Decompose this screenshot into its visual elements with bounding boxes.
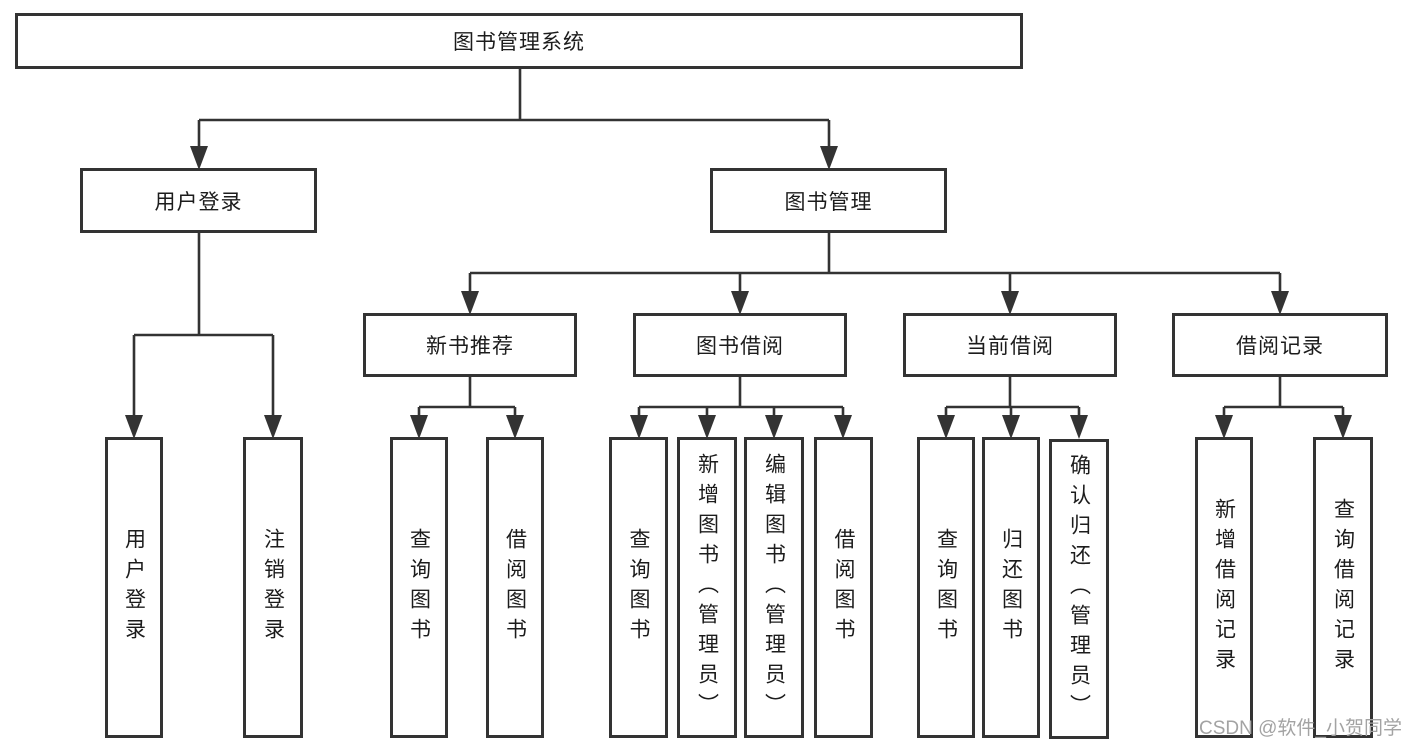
arrowheads <box>125 146 1352 439</box>
node-bb-edit-book: 编辑图书（管理员） <box>744 437 804 738</box>
node-cb-query-book-label: 查询图书 <box>934 527 958 648</box>
node-current-borrow: 当前借阅 <box>903 313 1117 377</box>
node-cb-return-book: 归还图书 <box>982 437 1040 738</box>
node-root: 图书管理系统 <box>15 13 1023 69</box>
node-cb-confirm-return-label: 确认归还（管理员） <box>1067 454 1091 724</box>
node-book-borrow-label: 图书借阅 <box>696 335 784 358</box>
node-current-borrow-label: 当前借阅 <box>966 335 1054 358</box>
node-nbr-query-book-label: 查询图书 <box>407 527 431 648</box>
node-bb-edit-book-label: 编辑图书（管理员） <box>762 452 786 723</box>
node-user-login-label: 用户登录 <box>122 527 146 648</box>
node-logout-label: 注销登录 <box>261 527 285 648</box>
node-nbr-query-book: 查询图书 <box>390 437 448 738</box>
node-borrow-record-label: 借阅记录 <box>1236 335 1324 358</box>
node-root-label: 图书管理系统 <box>453 31 585 54</box>
node-nbr-borrow-book-label: 借阅图书 <box>503 527 527 648</box>
node-logout: 注销登录 <box>243 437 303 738</box>
node-book-management-label: 图书管理 <box>784 190 873 214</box>
node-cb-confirm-return: 确认归还（管理员） <box>1049 439 1109 739</box>
csdn-watermark: CSDN @软件_小贺同学 <box>1199 718 1402 739</box>
node-bb-query-book: 查询图书 <box>609 437 668 738</box>
node-user-login: 用户登录 <box>105 437 163 738</box>
node-borrow-record: 借阅记录 <box>1172 313 1388 377</box>
node-user-login-branch: 用户登录 <box>80 168 317 233</box>
node-bb-add-book: 新增图书（管理员） <box>677 437 737 738</box>
node-br-add-record-label: 新增借阅记录 <box>1212 497 1236 678</box>
node-br-add-record: 新增借阅记录 <box>1195 437 1253 738</box>
node-nbr-borrow-book: 借阅图书 <box>486 437 544 738</box>
node-cb-query-book: 查询图书 <box>917 437 975 738</box>
node-book-borrow: 图书借阅 <box>633 313 847 377</box>
node-cb-return-book-label: 归还图书 <box>999 527 1023 648</box>
node-bb-borrow-book: 借阅图书 <box>814 437 873 738</box>
node-bb-query-book-label: 查询图书 <box>627 527 650 648</box>
node-new-book-recommend: 新书推荐 <box>363 313 577 377</box>
node-bb-borrow-book-label: 借阅图书 <box>832 527 855 648</box>
node-br-query-record-label: 查询借阅记录 <box>1331 497 1355 678</box>
node-new-book-recommend-label: 新书推荐 <box>426 335 514 358</box>
node-bb-add-book-label: 新增图书（管理员） <box>695 452 719 723</box>
node-user-login-branch-label: 用户登录 <box>154 190 243 214</box>
node-book-management: 图书管理 <box>710 168 947 233</box>
node-br-query-record: 查询借阅记录 <box>1313 437 1373 738</box>
